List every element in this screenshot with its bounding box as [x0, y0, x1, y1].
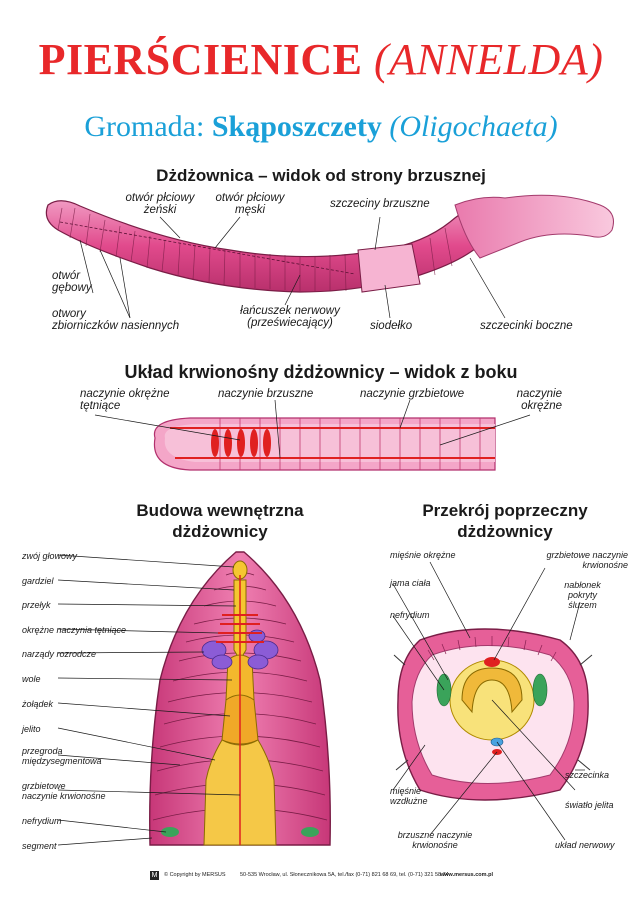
label-xs-nephridium: nefrydium	[390, 610, 430, 620]
ventral-worm	[45, 194, 614, 293]
label-esophagus: przełyk	[22, 600, 51, 610]
label-cerebral-ganglion: zwój głowowy	[22, 551, 78, 561]
subtitle-latin: (Oligochaeta)	[389, 110, 558, 143]
title-main: PIERŚCIENICE	[38, 35, 363, 84]
subtitle-prefix: Gromada:	[84, 110, 205, 143]
ventral-heading: Dżdżownica – widok od strony brzusznej	[156, 166, 486, 185]
clitellum-band	[357, 243, 421, 293]
subtitle-name: Skąposzczety	[211, 110, 382, 143]
label-coelom: jama ciała	[390, 578, 431, 588]
label-seta: szczecinka	[565, 770, 610, 780]
publisher-logo: M	[150, 871, 159, 880]
label-mucus-epithelium: nabłonek pokryty śluzem	[564, 580, 601, 610]
label-lateral-setae: szczecinki boczne	[480, 320, 573, 332]
cross-section	[393, 628, 593, 801]
label-female-pore: otwór płciowy żeński	[125, 192, 195, 216]
title-latin: (ANNELDA)	[373, 35, 604, 84]
label-circular-muscles: mięśnie okrężne	[390, 550, 456, 560]
footer-address: 50-535 Wrocław, ul. Słonecznikowa 5A, te…	[240, 872, 449, 878]
internal-heading: Budowa wewnętrzna dżdżownicy	[136, 501, 304, 541]
label-reproductive-organs: narządy rozrodcze	[22, 649, 97, 659]
label-ventral-vessel: naczynie brzuszne	[218, 388, 314, 400]
label-septum: przegroda międzysegmentowa	[22, 746, 102, 766]
label-clitellum: siodełko	[370, 320, 413, 332]
cross-section-heading: Przekrój poprzeczny dżdżownicy	[422, 501, 588, 541]
label-gizzard: żołądek	[22, 699, 54, 709]
label-mouth: otwór gębowy	[52, 270, 92, 294]
label-nerve-cord: łańcuszek nerwowy (przeświecający)	[240, 305, 340, 329]
label-ventral-setae: szczeciny brzuszne	[330, 198, 430, 210]
circulatory-worm	[153, 417, 496, 471]
label-arterial-rings: naczynie okrężne tętniące	[80, 388, 170, 412]
label-longitudinal-muscles: mięśnie wzdłużne	[390, 786, 428, 806]
label-intestine: jelito	[22, 724, 41, 734]
label-aortic-arches: okrężne naczynia tętniące	[22, 625, 127, 635]
page-title: PIERŚCIENICE (ANNELDA)	[0, 34, 642, 85]
label-xs-ventral-vessel: brzuszne naczynie krwionośne	[397, 830, 473, 850]
label-xs-dorsal-vessel: grzbietowe naczynie krwionośne	[546, 550, 628, 570]
label-pharynx: gardziel	[22, 576, 54, 586]
circulatory-heading: Układ krwionośny dżdżownicy – widok z bo…	[124, 362, 518, 382]
label-xs-nerve-cord: układ nerwowy	[555, 840, 615, 850]
label-dorsal-blood-vessel: grzbietowe naczynie krwionośne	[22, 781, 106, 801]
footer-copyright: © Copyright by MERSUS	[164, 872, 226, 878]
label-male-pore: otwór płciowy męski	[215, 192, 285, 216]
label-ring-vessel: naczynie okrężne	[516, 388, 562, 412]
internal-worm	[149, 551, 331, 846]
label-crop: wole	[22, 674, 41, 684]
label-dorsal-vessel: naczynie grzbietowe	[360, 388, 465, 400]
label-nephridium: nefrydium	[22, 816, 62, 826]
page-subtitle: Gromada: Skąposzczety (Oligochaeta)	[0, 110, 642, 144]
label-seminal-pores: otwory zbiorniczków nasiennych	[52, 308, 180, 332]
label-gut-lumen: światło jelita	[565, 800, 614, 810]
footer-website: www.mersus.com.pl	[440, 872, 493, 878]
label-segment: segment	[22, 841, 57, 851]
worm-tail	[454, 194, 614, 259]
